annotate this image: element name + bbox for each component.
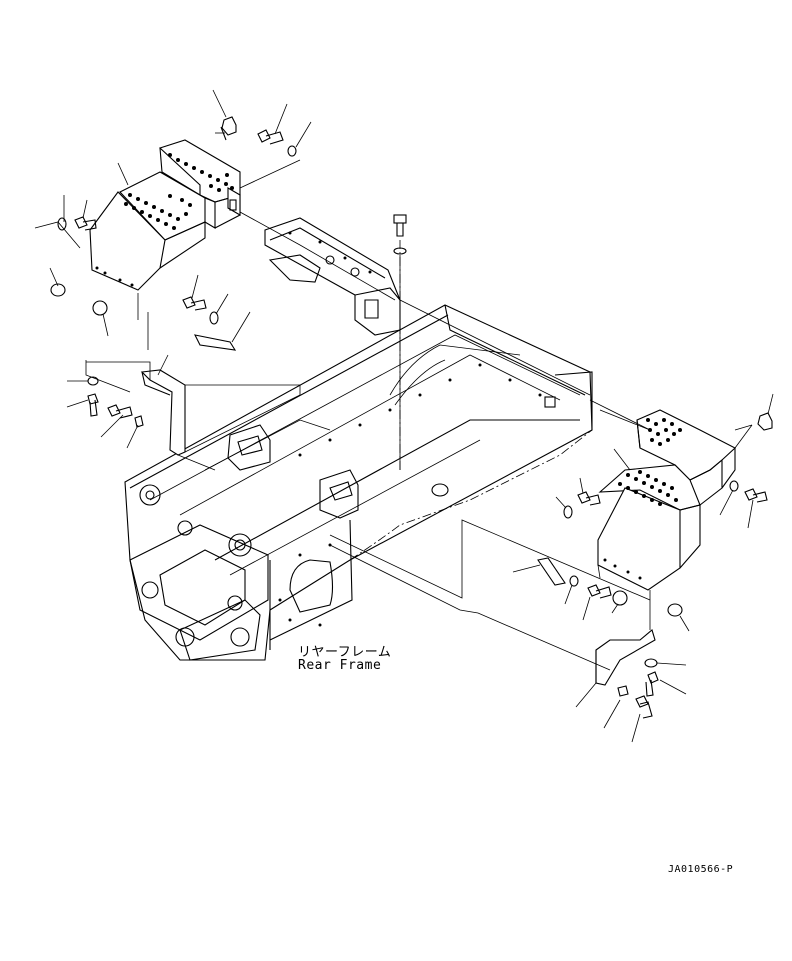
drawing-code: JA010566-P bbox=[668, 864, 734, 875]
upper-bracket bbox=[264, 217, 401, 336]
right-step bbox=[597, 409, 736, 591]
left-step-holes bbox=[124, 153, 234, 230]
connection-lines bbox=[184, 255, 651, 671]
right-step-holes bbox=[618, 418, 682, 506]
right-lower-bracket bbox=[575, 629, 687, 743]
rear-frame-label-japanese: リヤーフレーム bbox=[298, 645, 392, 660]
rear-frame-label-english: Rear Frame bbox=[298, 658, 382, 673]
right-step-fasteners bbox=[512, 393, 774, 632]
rear-frame bbox=[124, 304, 593, 661]
left-step bbox=[89, 139, 241, 291]
left-step-fasteners bbox=[34, 89, 396, 393]
left-lower-bracket bbox=[66, 354, 300, 471]
